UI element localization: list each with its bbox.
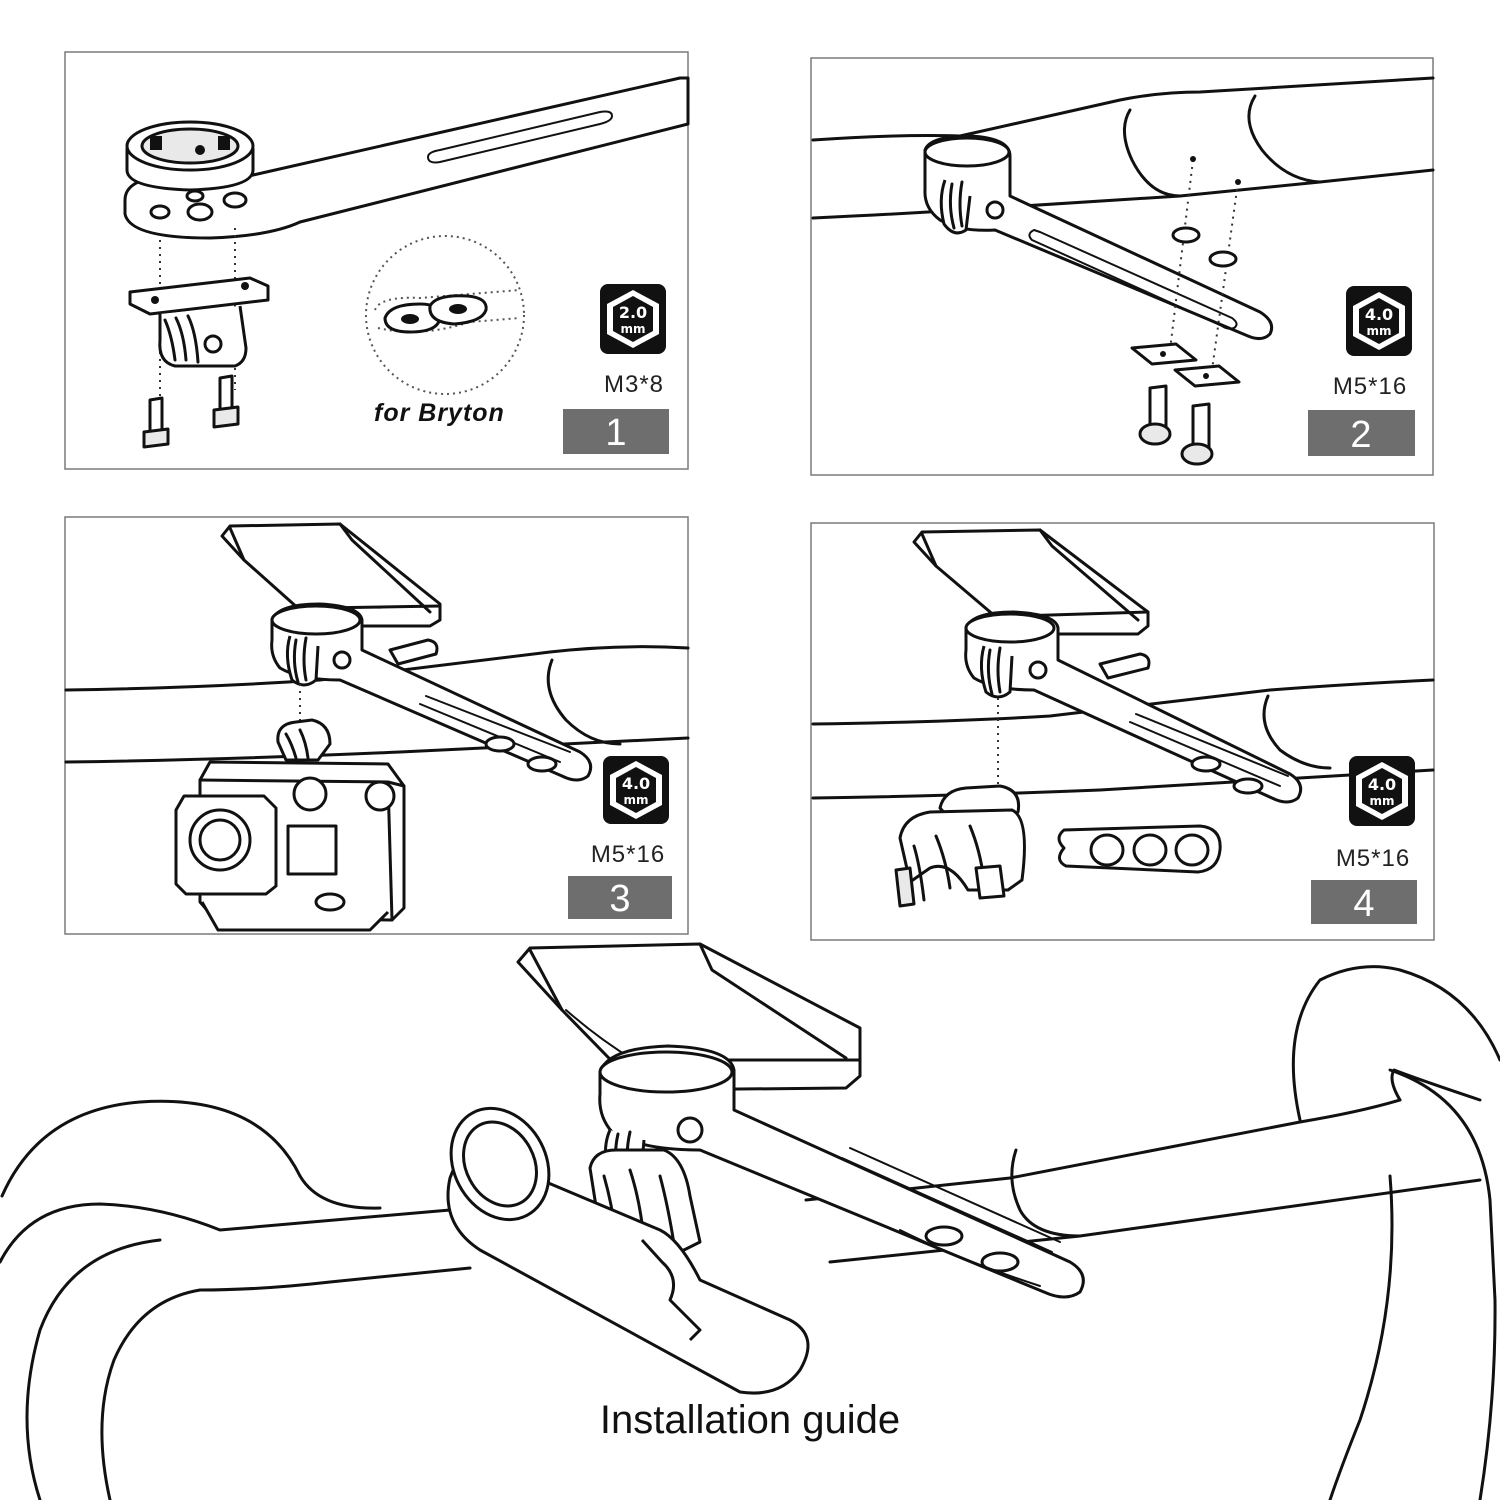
spacer-plates-illustration	[1130, 342, 1241, 388]
step-number: 4	[1353, 883, 1374, 925]
panel-step-4: 4.0 mm M5*16 4	[810, 522, 1435, 941]
screw-spec: M3*8	[604, 371, 664, 398]
panel-step-3: 4.0 mm M5*16 3	[64, 516, 690, 935]
step-number: 3	[609, 878, 630, 920]
mount-arm-illustration	[964, 610, 1303, 804]
hex-key-size: 2.0	[619, 303, 647, 322]
bryton-inset-illustration	[365, 235, 525, 395]
panel-step-1: for Bryton 2.0 mm M3*8 1	[64, 51, 690, 470]
mount-arm-illustration	[270, 602, 593, 782]
hex-key-size-badge: 4.0 mm	[1346, 286, 1412, 356]
screw-spec: M5*16	[591, 841, 665, 868]
hex-key-unit: mm	[623, 793, 648, 807]
panel-step-2: 4.0 mm M5*16 2	[810, 57, 1435, 476]
screw-spec: M5*16	[1333, 373, 1407, 400]
step-number: 1	[605, 412, 626, 454]
hex-key-unit: mm	[620, 322, 645, 336]
bike-light-illustration	[446, 1106, 810, 1395]
installation-guide-caption: Installation guide	[599, 1398, 901, 1442]
light-adapter-illustration	[894, 784, 1026, 908]
bryton-note: for Bryton	[374, 399, 505, 427]
hex-key-unit: mm	[1366, 324, 1391, 338]
step-number-box	[1308, 410, 1415, 456]
action-camera-adapter-illustration	[128, 276, 270, 368]
nut-illustration	[1171, 226, 1201, 244]
screw-spec: M5*16	[1336, 845, 1410, 872]
hex-key-unit: mm	[1369, 794, 1394, 808]
hex-key-size-badge: 4.0 mm	[1349, 756, 1415, 826]
action-camera-illustration	[174, 718, 406, 932]
screws-illustration	[142, 374, 240, 449]
step-number-box	[563, 409, 669, 454]
hex-key-size: 4.0	[1365, 305, 1393, 324]
hex-key-size-badge: 4.0 mm	[603, 756, 669, 824]
mount-arm-illustration	[923, 134, 1274, 341]
hex-key-size-badge: 2.0 mm	[600, 284, 666, 354]
step-number-box	[1311, 880, 1417, 924]
hex-key-size: 4.0	[1368, 775, 1396, 794]
assembled-mount-illustration	[0, 942, 1500, 1500]
computer-mount-puck-illustration	[125, 120, 255, 192]
hex-key-size: 4.0	[622, 774, 650, 793]
step-number-box	[568, 876, 672, 919]
rubber-strap-illustration	[1057, 824, 1222, 874]
nut-illustration	[1208, 250, 1238, 268]
screws-illustration	[1138, 384, 1214, 466]
step-number: 2	[1350, 414, 1371, 456]
drop-handlebar-illustration	[0, 965, 1500, 1500]
